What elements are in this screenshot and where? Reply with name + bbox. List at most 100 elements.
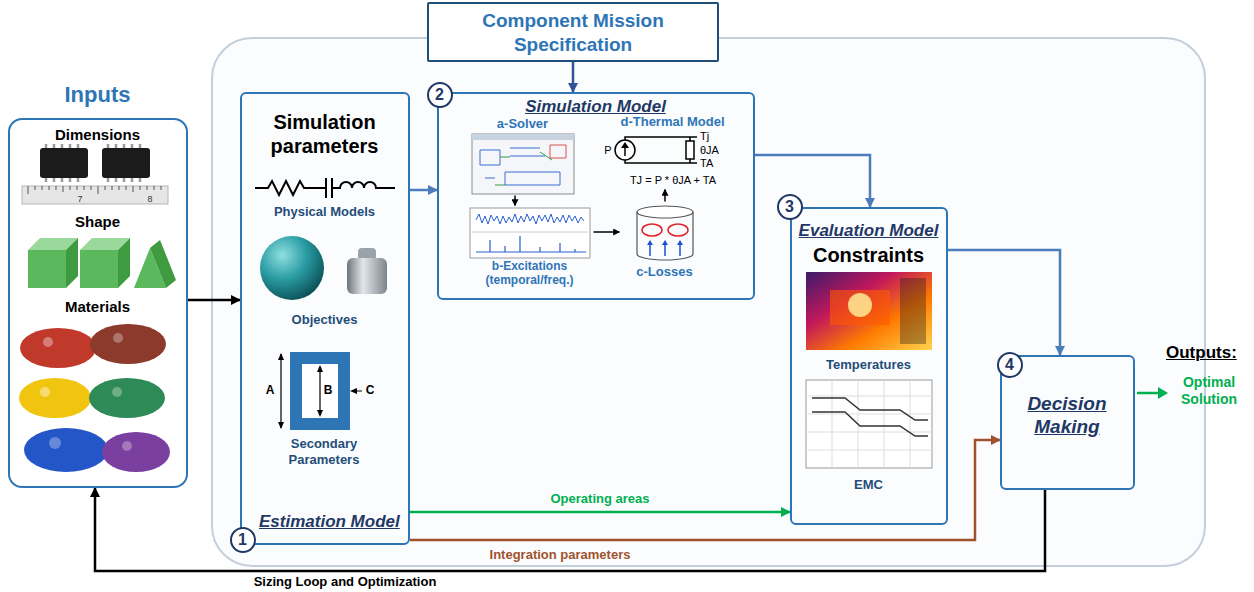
section-sketch — [350, 388, 357, 394]
model-title: Estimation Model — [259, 512, 405, 532]
objective-icons — [260, 236, 387, 300]
thermal-image — [900, 278, 926, 344]
material-pellets — [102, 432, 170, 472]
part-caption: b-Excitations (temporal/freq.) — [466, 259, 594, 288]
output-arrow — [1158, 387, 1168, 399]
emc-chart — [806, 380, 932, 468]
section-sketch — [317, 365, 323, 372]
step-number: 3 — [777, 194, 803, 220]
step-digit: 2 — [429, 85, 451, 105]
part-caption: d-Thermal Model — [598, 114, 748, 130]
flow-arrow — [664, 190, 666, 202]
circuit-symbol: TA — [700, 157, 736, 170]
box-heading: Simulation parameters — [242, 110, 407, 158]
outputs-heading: Outputs: — [1166, 343, 1250, 363]
section-sketch — [317, 410, 323, 417]
shape-samples — [66, 238, 78, 288]
material-pellets — [113, 333, 123, 343]
circuit-symbol: P — [602, 144, 614, 157]
panel-heading: Inputs — [10, 82, 185, 108]
loss-cylinder — [637, 206, 693, 260]
solver-screenshot — [472, 134, 574, 194]
material-pellets — [19, 324, 170, 472]
output-arrow — [1137, 387, 1168, 399]
output-arrow — [1137, 392, 1160, 395]
flow-arrow — [188, 299, 240, 302]
thermal-circuit — [621, 142, 629, 148]
dimension-letter: C — [364, 383, 376, 397]
excitation-part: b-Excitations (temporal/freq.) — [466, 206, 594, 294]
flow-arrow — [514, 196, 516, 206]
thermal-formula: TJ = P * θJA + TA — [600, 174, 746, 187]
signal-plot — [476, 236, 586, 252]
dimension-letter: A — [264, 383, 276, 397]
inputs-panel: InputsDimensionsShapeMaterials — [8, 118, 188, 488]
input-category: Dimensions — [10, 126, 185, 144]
shape-samples — [118, 238, 130, 288]
flow-arrow — [410, 440, 1000, 540]
emc-chart — [806, 380, 932, 468]
solver-screenshot — [550, 145, 566, 158]
step-digit: 1 — [232, 530, 254, 550]
emc-chart — [806, 380, 932, 468]
thermal-image — [830, 290, 890, 325]
flow-arrow — [948, 250, 1060, 355]
loss-cylinder — [662, 240, 668, 245]
ruler-number: 8 — [144, 194, 156, 205]
evaluation-box: Evaluation ModelConstraintsTemperaturesE… — [790, 207, 948, 525]
estimation-box: Simulation parametersPhysical ModelsObje… — [240, 92, 410, 545]
item-caption: Secondary Parameters — [269, 436, 379, 467]
shape-samples — [150, 240, 176, 288]
model-title: Evaluation Model — [792, 221, 945, 241]
chip-photo — [40, 148, 88, 178]
shape-samples — [28, 238, 176, 288]
component-symbols — [255, 178, 395, 198]
material-pellets — [122, 441, 132, 451]
item-caption: Physical Models — [242, 204, 407, 220]
edge-label: Integration parameters — [487, 547, 634, 563]
material-pellets — [90, 324, 166, 364]
solver-screenshot — [495, 152, 552, 185]
section-sketch — [278, 422, 284, 429]
step-digit: 3 — [779, 197, 801, 217]
circuit-symbol: Tj — [700, 130, 736, 143]
chip-photo — [22, 186, 168, 204]
solver-screenshot — [480, 148, 560, 185]
item-caption: Objectives — [242, 312, 407, 328]
shape-samples — [28, 250, 66, 288]
input-category: Materials — [10, 298, 185, 316]
signal-plot — [470, 208, 590, 258]
material-pellets — [49, 437, 61, 449]
step-number: 2 — [427, 82, 453, 108]
decision-box: Decision Making4 — [1000, 355, 1135, 490]
chip-photo — [46, 144, 140, 182]
part-caption: c-Losses — [620, 264, 710, 280]
flow-arrow — [95, 488, 1045, 571]
thermal-circuit — [686, 141, 694, 159]
flow-arrow — [755, 155, 870, 207]
chip-photo — [102, 148, 150, 178]
material-pellets — [112, 387, 122, 397]
loss-cylinder — [677, 240, 683, 245]
step-digit: 4 — [999, 355, 1021, 375]
emc-chart — [812, 398, 928, 436]
chip-photo — [22, 144, 168, 204]
thermal-circuit — [625, 137, 697, 163]
thermal-circuit — [615, 140, 635, 160]
edge-label: Sizing Loop and Optimization — [251, 574, 440, 590]
step-number: 4 — [997, 352, 1023, 378]
dimension-letter: B — [322, 383, 334, 397]
objective-icons — [260, 236, 324, 300]
input-category: Shape — [10, 213, 185, 231]
material-pellets — [19, 378, 91, 418]
section-sketch — [278, 353, 284, 360]
thermal-image — [806, 272, 932, 350]
section-sketch — [281, 354, 362, 428]
box-title: Component Mission Specification — [429, 9, 717, 57]
flow-arrow — [410, 511, 790, 514]
material-pellets — [43, 337, 53, 347]
part-caption: a-Solver — [468, 116, 578, 132]
thermal-image — [806, 272, 932, 350]
